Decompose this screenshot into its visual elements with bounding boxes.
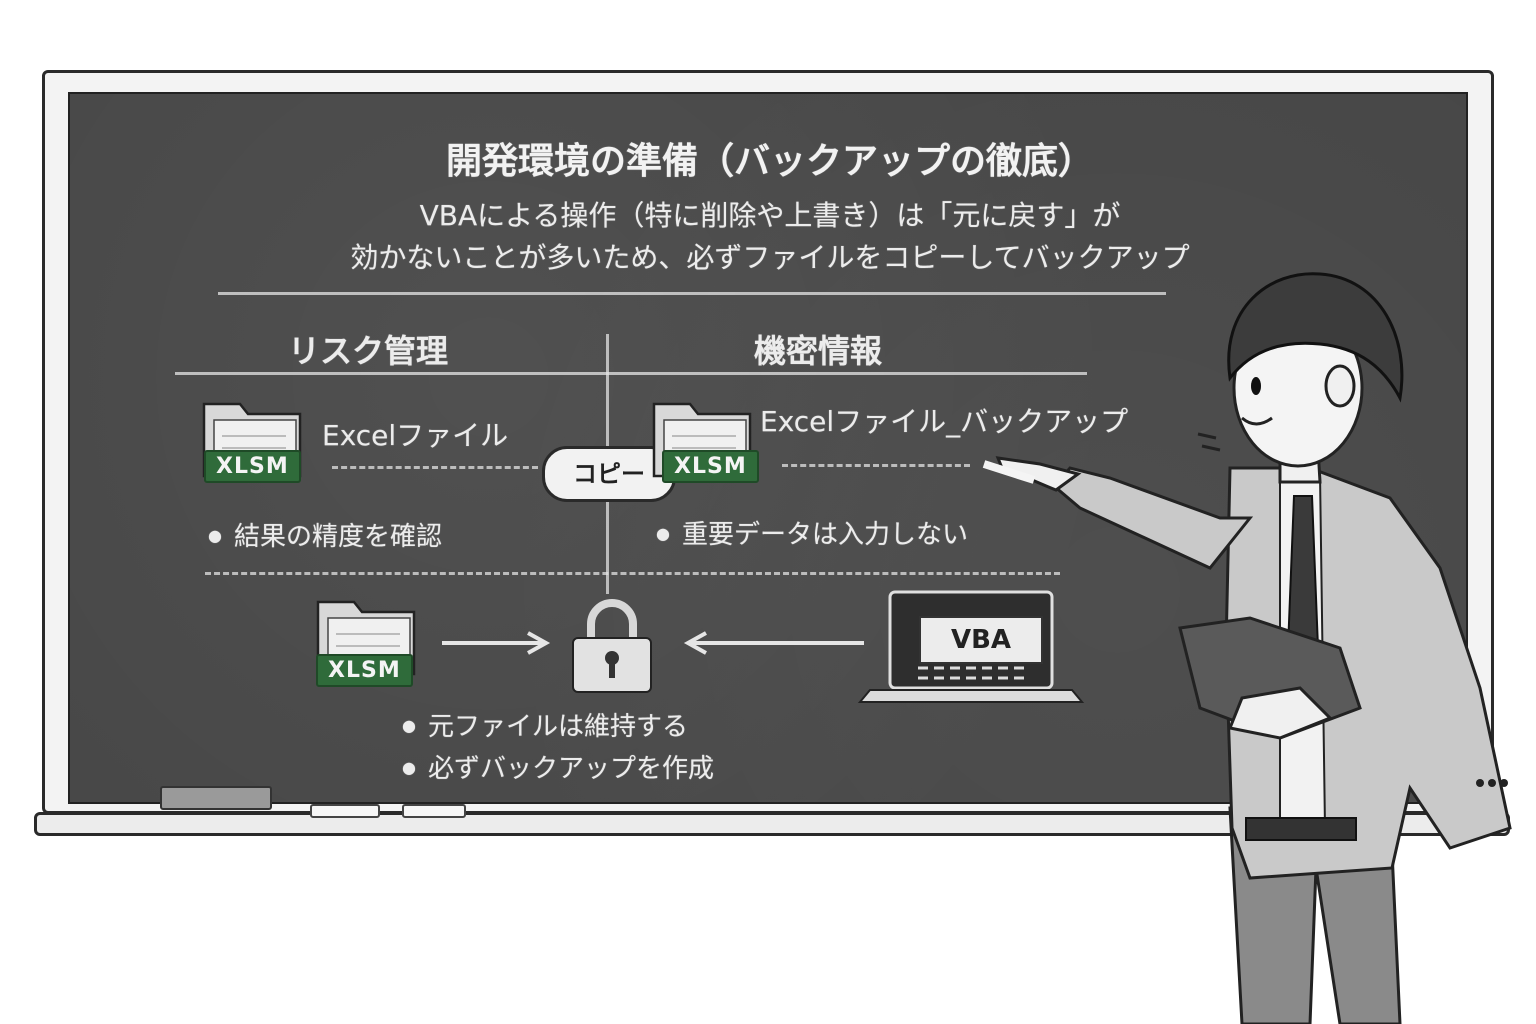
excel-file-label: Excelファイル	[322, 419, 509, 452]
chalk-stick-icon	[310, 804, 380, 818]
teacher-illustration	[982, 272, 1512, 1024]
laptop-screen-vba: VBA	[919, 616, 1043, 664]
heading-confidential-info: 機密情報	[754, 332, 883, 370]
board-subtitle-line2: 効かないことが多いため、必ずファイルをコピーしてバックアップ	[350, 241, 1190, 274]
xlsm-badge-left: XLSM	[204, 450, 301, 483]
bullet-no-important-data: 重要データは入力しない	[656, 514, 968, 551]
board-subtitle-line1: VBAによる操作（特に削除や上書き）は「元に戻す」が	[419, 199, 1121, 232]
eraser-icon	[160, 786, 272, 810]
board-title: 開発環境の準備（バックアップの徹底）	[445, 141, 1094, 182]
lock-icon	[572, 599, 652, 693]
dash-right	[782, 464, 970, 467]
arrow-right-icon	[442, 631, 551, 655]
bullet-check-accuracy: 結果の精度を確認	[208, 516, 442, 553]
bullet-keep-original: 元ファイルは維持する	[402, 706, 688, 743]
dash-left	[332, 466, 538, 469]
chalk-stick-icon	[402, 804, 466, 818]
section-divider	[175, 372, 1087, 375]
arrow-left-icon	[683, 631, 864, 655]
title-divider	[218, 292, 1166, 295]
excel-backup-label: Excelファイル_バックアップ	[760, 405, 1129, 438]
lower-divider	[205, 572, 1060, 575]
xlsm-badge-right: XLSM	[662, 450, 759, 483]
xlsm-badge-bottom: XLSM	[316, 654, 413, 687]
heading-risk-management: リスク管理	[288, 332, 449, 370]
bullet-create-backup: 必ずバックアップを作成	[402, 748, 714, 785]
